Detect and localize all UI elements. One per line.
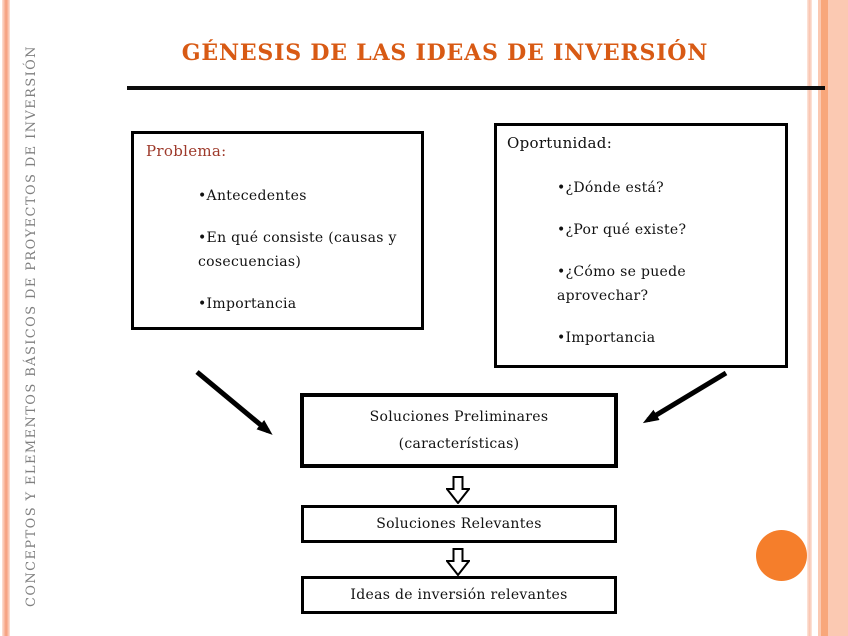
opportunity-box: Oportunidad: •¿Dónde está? •¿Por qué exi… (494, 123, 788, 368)
left-edge-stripe (2, 0, 10, 636)
investment-ideas-box: Ideas de inversión relevantes (301, 576, 617, 614)
solutions-preliminary-line2: (características) (398, 436, 520, 453)
slide-title: GÉNESIS DE LAS IDEAS DE INVERSIÓN (181, 40, 709, 66)
problem-bullet: •En qué consiste (causas y cosecuencias) (198, 230, 397, 270)
title-underline (127, 86, 825, 90)
problem-to-solutions-arrow-icon (195, 370, 273, 435)
right-thin-stripe (807, 0, 812, 636)
problem-box: Problema: •Antecedentes •En qué consiste… (131, 131, 424, 330)
opportunity-bullet: •Importancia (557, 330, 656, 346)
sidebar-vertical-caption: CONCEPTOS Y ELEMENTOS BÁSICOS DE PROYECT… (24, 45, 39, 607)
solutions-relevant-box: Soluciones Relevantes (301, 505, 617, 543)
solutions-preliminary-box: Soluciones Preliminares (características… (300, 393, 618, 468)
down-block-arrow-icon (446, 476, 470, 504)
right-edge-band-dark-stripe (821, 0, 828, 636)
problem-box-heading: Problema: (146, 142, 227, 160)
opportunity-bullet: •¿Cómo se puede aprovechar? (557, 264, 686, 304)
problem-bullet: •Antecedentes (198, 188, 307, 204)
down-block-arrow-icon (446, 548, 470, 576)
solutions-preliminary-line1: Soluciones Preliminares (369, 408, 549, 425)
opportunity-to-solutions-arrow-icon (642, 370, 728, 424)
investment-ideas-label: Ideas de inversión relevantes (350, 587, 568, 603)
solutions-relevant-label: Soluciones Relevantes (376, 516, 542, 532)
opportunity-box-heading: Oportunidad: (507, 134, 613, 152)
opportunity-bullet: •¿Dónde está? (557, 180, 664, 196)
decorative-orange-circle (756, 530, 807, 581)
problem-bullet: •Importancia (198, 296, 297, 312)
opportunity-bullet: •¿Por qué existe? (557, 222, 687, 238)
